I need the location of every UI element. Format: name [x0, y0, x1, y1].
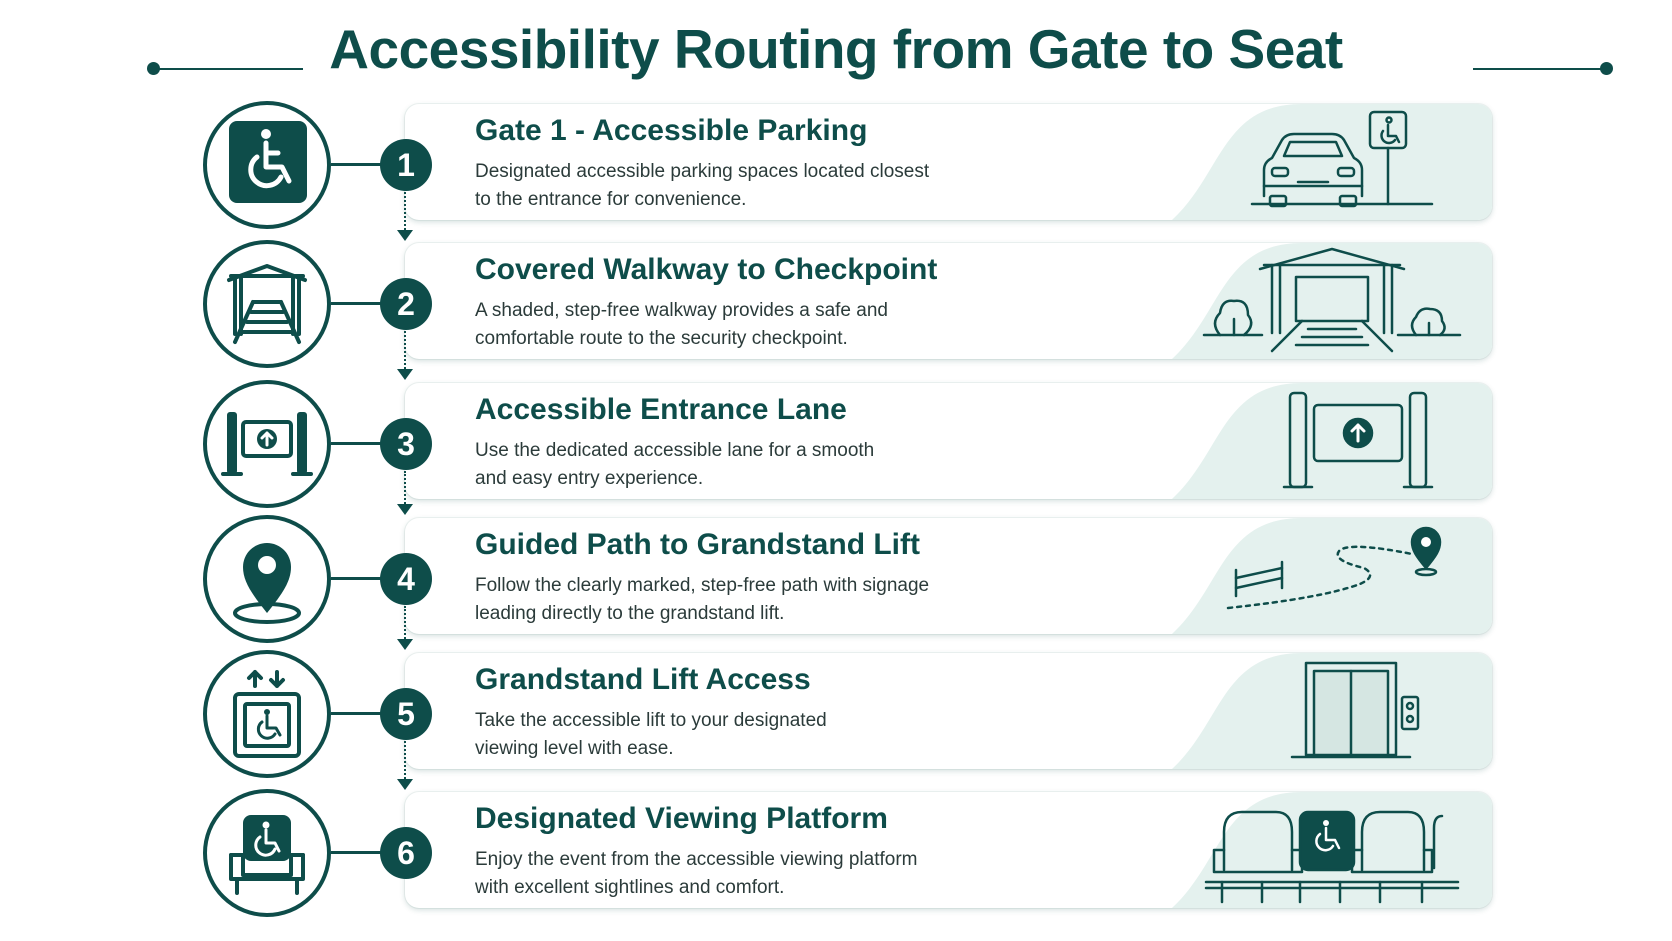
route-step-1: 1 Gate 1 - Accessible Parking Designated… — [0, 101, 1672, 229]
viewing-seats-illustration — [1204, 810, 1460, 904]
accessible-seat-icon — [203, 789, 331, 917]
flow-arrow-2 — [397, 369, 413, 380]
step-connector-5 — [331, 712, 381, 715]
step-description-6: Enjoy the event from the accessible view… — [475, 846, 1015, 902]
step-description-4-line-1: Follow the clearly marked, step-free pat… — [475, 575, 930, 596]
step-card-6 — [405, 792, 1492, 908]
title-rule-right — [1473, 68, 1606, 70]
page-title: Accessibility Routing from Gate to Seat — [329, 18, 1343, 80]
step-description-5-line-2: viewing level with ease. — [475, 738, 674, 759]
accessible-lift-icon — [203, 650, 331, 778]
location-pin-icon — [203, 515, 331, 643]
step-description-1-line-1: Designated accessible parking spaces loc… — [475, 161, 930, 182]
step-description-2: A shaded, step-free walkway provides a s… — [475, 297, 1015, 353]
title-dot-left — [147, 62, 160, 75]
flow-line-1 — [404, 192, 406, 230]
step-card-1 — [405, 104, 1492, 220]
elevator-illustration — [1290, 661, 1420, 759]
step-title-6: Designated Viewing Platform — [475, 802, 888, 835]
route-step-2: 2 Covered Walkway to Checkpoint A shaded… — [0, 240, 1672, 368]
flow-arrow-4 — [397, 639, 413, 650]
step-title-5: Grandstand Lift Access — [475, 663, 811, 696]
step-description-1: Designated accessible parking spaces loc… — [475, 158, 1015, 214]
step-description-3: Use the dedicated accessible lane for a … — [475, 437, 1015, 493]
step-description-4: Follow the clearly marked, step-free pat… — [475, 572, 1015, 628]
step-description-2-line-2: comfortable route to the security checkp… — [475, 328, 848, 349]
step-connector-2 — [331, 302, 381, 305]
step-description-3-line-2: and easy entry experience. — [475, 468, 704, 489]
flow-arrow-1 — [397, 230, 413, 241]
step-title-3: Accessible Entrance Lane — [475, 393, 847, 426]
step-description-6-line-1: Enjoy the event from the accessible view… — [475, 849, 918, 870]
title-rule-left — [153, 68, 303, 70]
title-dot-right — [1600, 62, 1613, 75]
step-description-3-line-1: Use the dedicated accessible lane for a … — [475, 440, 875, 461]
flow-arrow-5 — [397, 779, 413, 790]
car-parking-sign-illustration — [1250, 110, 1434, 208]
step-title-2: Covered Walkway to Checkpoint — [475, 253, 938, 286]
covered-walkway-icon — [203, 240, 331, 368]
entrance-gate-icon — [203, 380, 331, 508]
guided-path-illustration — [1226, 526, 1442, 610]
step-card-4 — [405, 518, 1492, 634]
step-description-6-line-2: with excellent sightlines and comfort. — [475, 877, 785, 898]
step-card-5 — [405, 653, 1492, 769]
route-step-3: 3 Accessible Entrance Lane Use the dedic… — [0, 380, 1672, 508]
flow-line-2 — [404, 331, 406, 369]
route-step-6: 6 Designated Viewing Platform Enjoy the … — [0, 789, 1672, 917]
flow-line-3 — [404, 471, 406, 504]
step-number-6: 6 — [380, 827, 432, 879]
step-connector-6 — [331, 851, 381, 854]
step-description-5: Take the accessible lift to your designa… — [475, 707, 1015, 763]
title-bar: Accessibility Routing from Gate to Seat — [0, 14, 1672, 84]
step-description-2-line-1: A shaded, step-free walkway provides a s… — [475, 300, 888, 321]
step-connector-4 — [331, 577, 381, 580]
step-description-1-line-2: to the entrance for convenience. — [475, 189, 747, 210]
step-connector-3 — [331, 442, 381, 445]
step-connector-1 — [331, 163, 381, 166]
step-number-2: 2 — [380, 278, 432, 330]
covered-walkway-illustration — [1202, 247, 1462, 353]
step-card-3 — [405, 383, 1492, 499]
step-number-4: 4 — [380, 553, 432, 605]
step-description-5-line-1: Take the accessible lift to your designa… — [475, 710, 827, 731]
step-description-4-line-2: leading directly to the grandstand lift. — [475, 603, 785, 624]
step-number-1: 1 — [380, 139, 432, 191]
flow-arrow-3 — [397, 504, 413, 515]
route-step-5: 5 Grandstand Lift Access Take the access… — [0, 650, 1672, 778]
flow-line-4 — [404, 606, 406, 639]
step-title-4: Guided Path to Grandstand Lift — [475, 528, 920, 561]
route-step-4: 4 Guided Path to Grandstand Lift Follow … — [0, 515, 1672, 643]
flow-line-5 — [404, 741, 406, 779]
step-card-2 — [405, 243, 1492, 359]
entrance-gate-illustration — [1282, 391, 1434, 489]
wheelchair-sign-icon — [203, 101, 331, 229]
step-title-1: Gate 1 - Accessible Parking — [475, 114, 868, 147]
step-number-5: 5 — [380, 688, 432, 740]
step-number-3: 3 — [380, 418, 432, 470]
